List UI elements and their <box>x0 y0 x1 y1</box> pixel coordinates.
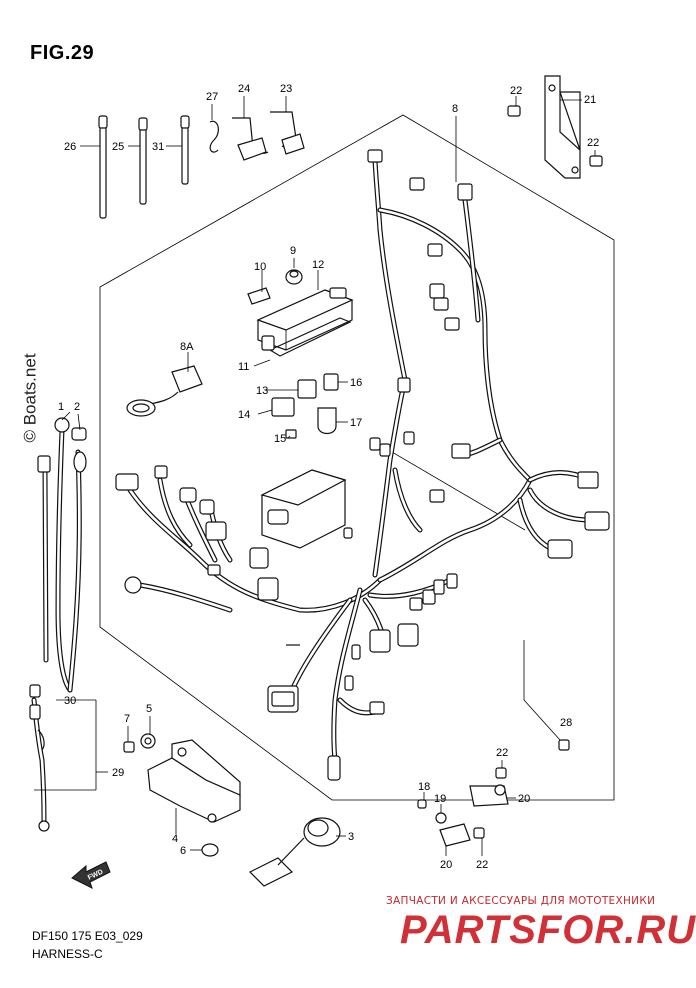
callout-22-lower: 22 <box>496 747 508 759</box>
callout-11: 11 <box>238 361 249 373</box>
junction-box <box>249 469 353 601</box>
callout-14: 14 <box>238 409 250 421</box>
callout-23: 23 <box>280 83 292 95</box>
callout-20-bottom: 20 <box>440 859 452 871</box>
harness-connectors <box>115 149 610 781</box>
callout-19: 19 <box>434 793 446 805</box>
callout-30: 30 <box>64 695 76 707</box>
battery-cables <box>29 417 87 832</box>
callout-labels: 26 25 31 27 24 23 22 21 22 8 9 10 12 8A … <box>58 83 599 871</box>
grommet-3 <box>248 817 341 887</box>
bracket-4 <box>123 733 241 857</box>
callout-1: 1 <box>58 401 64 413</box>
callout-13: 13 <box>256 385 268 397</box>
diagram-name: HARNESS-C <box>32 947 103 961</box>
callout-9: 9 <box>290 245 296 257</box>
callout-12: 12 <box>312 259 324 271</box>
clamps <box>209 111 305 161</box>
cable-ties <box>98 115 190 219</box>
callout-5: 5 <box>146 703 152 715</box>
brackets-20 <box>417 739 570 847</box>
fwd-arrow-icon: FWD <box>71 861 111 889</box>
callout-20-right: 20 <box>518 793 530 805</box>
shop-logo-watermark: PARTSFOR.RU <box>400 908 696 952</box>
sensor-8A <box>126 365 203 417</box>
callout-8A: 8A <box>180 341 194 353</box>
relays <box>271 373 339 439</box>
callout-31: 31 <box>152 141 164 153</box>
callout-10: 10 <box>254 261 266 273</box>
callout-28: 28 <box>560 717 572 729</box>
callout-17: 17 <box>350 417 362 429</box>
shop-subtitle-watermark: ЗАПЧАСТИ И АКСЕССУАРЫ ДЛЯ МОТОТЕХНИКИ <box>386 895 656 907</box>
main-harness <box>127 157 593 773</box>
callout-22-right: 22 <box>587 137 599 149</box>
boats-net-watermark: © Boats.net <box>20 353 40 443</box>
bracket-21 <box>507 75 603 179</box>
figure-title: FIG.29 <box>30 42 95 64</box>
assembly-frame <box>99 114 615 801</box>
callout-26: 26 <box>64 141 76 153</box>
callout-22-top: 22 <box>510 85 522 97</box>
leader-lines <box>34 96 596 856</box>
callout-29: 29 <box>112 767 124 779</box>
callout-7: 7 <box>124 713 130 725</box>
callout-25: 25 <box>112 141 124 153</box>
fuse-box-12 <box>247 269 354 357</box>
callout-8: 8 <box>452 103 458 115</box>
callout-15: 15 <box>274 433 286 445</box>
callout-22-bottom: 22 <box>476 859 488 871</box>
callout-4: 4 <box>172 833 178 845</box>
callout-18: 18 <box>418 781 430 793</box>
callout-2: 2 <box>74 401 80 413</box>
diagram-code: DF150 175 E03_029 <box>32 929 143 943</box>
callout-21: 21 <box>584 94 596 106</box>
callout-6: 6 <box>180 845 186 857</box>
callout-3: 3 <box>348 831 354 843</box>
callout-27: 27 <box>206 91 218 103</box>
callout-24: 24 <box>238 83 250 95</box>
callout-16: 16 <box>350 377 362 389</box>
